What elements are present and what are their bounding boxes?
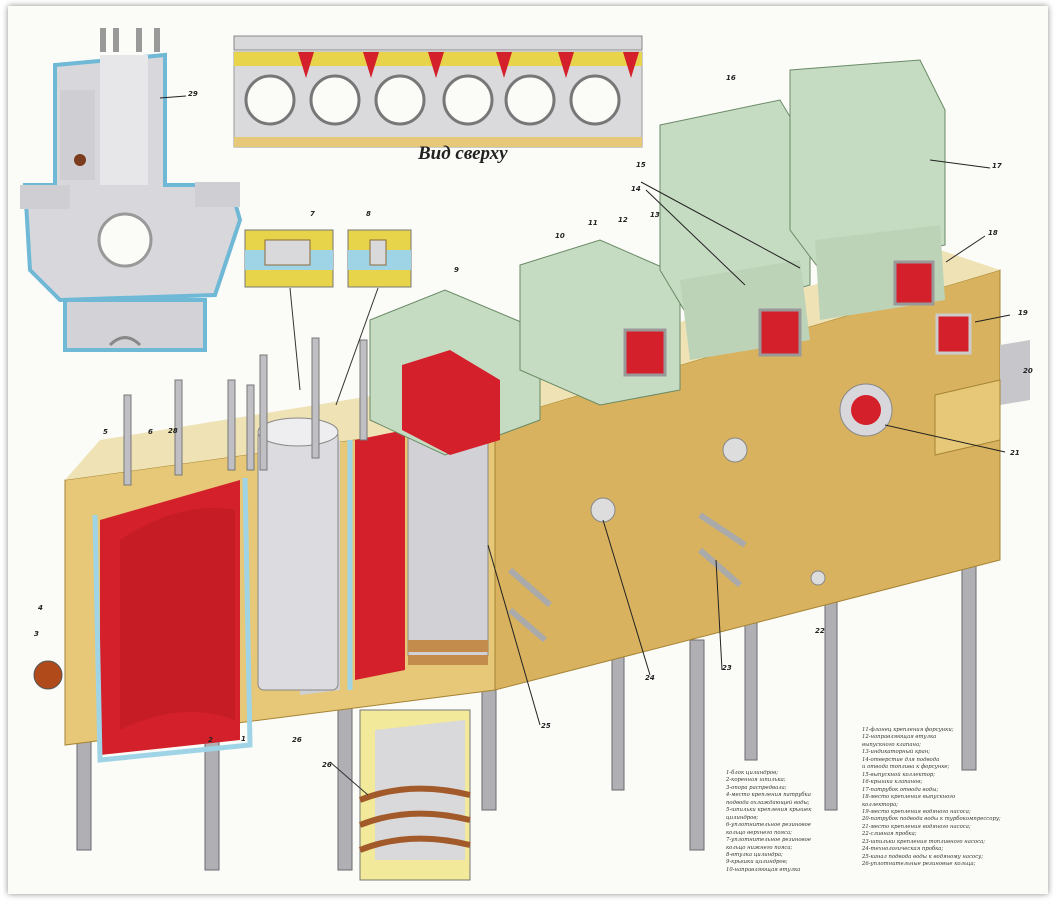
legend-line: 19-место крепления водяного насоса; bbox=[862, 808, 971, 815]
legend-line: 16-крышка клапанов; bbox=[862, 779, 923, 786]
top-view-water-port bbox=[558, 52, 574, 78]
legend-line: 15-выпускной коллектор; bbox=[862, 771, 936, 778]
legend-right-column: 11-фланец крепления форсунки;12-направля… bbox=[862, 727, 1001, 869]
callout-number: 29 bbox=[188, 90, 198, 98]
top-view-bore bbox=[442, 74, 494, 126]
legend-line: 20-патрубок подвода воды к турбокомпресс… bbox=[862, 816, 1001, 823]
callout-number: 12 bbox=[618, 216, 628, 224]
legend-line: 18-место крепления выпускного bbox=[862, 794, 956, 801]
legend-line: 8-втулка цилиндра; bbox=[726, 851, 783, 858]
legend-line: 12-направляющая втулка bbox=[862, 734, 937, 741]
callout-number: 10 bbox=[555, 232, 565, 240]
legend-line: цилиндров; bbox=[726, 814, 759, 821]
callout-number: 11 bbox=[588, 219, 598, 227]
legend-left-column: 1-блок цилиндров;2-коренная шпилька;3-оп… bbox=[726, 770, 811, 874]
transverse-section-view bbox=[20, 28, 243, 352]
callout-number: 7 bbox=[310, 210, 315, 218]
callout-number: 1 bbox=[241, 735, 246, 743]
legend-line: 4-место крепления патрубка bbox=[726, 792, 811, 799]
legend-line: подвода охлаждающей воды; bbox=[726, 799, 810, 806]
callout-number: 4 bbox=[38, 604, 43, 612]
legend-line: 7-уплотнительное резиновое bbox=[726, 837, 811, 844]
top-view-bore bbox=[374, 74, 426, 126]
leader-lines bbox=[487, 159, 1011, 726]
legend-line: 25-канал подвода воды к водяному насосу; bbox=[862, 853, 984, 860]
callout-number: 26 bbox=[322, 761, 332, 769]
legend-line: 5-шпильки крепления крышек bbox=[726, 807, 812, 814]
top-view-water-port bbox=[623, 52, 639, 78]
legend-line: кольцо верхнего пояса; bbox=[726, 829, 792, 836]
top-view-bore bbox=[309, 74, 361, 126]
callout-number: 25 bbox=[541, 722, 551, 730]
callout-number: 19 bbox=[1018, 309, 1028, 317]
callout-number: 24 bbox=[645, 674, 655, 682]
legend-line: 10-направляющая втулка bbox=[726, 866, 801, 873]
callout-number: 18 bbox=[988, 229, 998, 237]
callout-number: 15 bbox=[636, 161, 646, 169]
callout-number: 13 bbox=[650, 211, 660, 219]
callout-number: 8 bbox=[366, 210, 371, 218]
top-view-water-port bbox=[428, 52, 444, 78]
legend-line: 21-место крепления водяного насоса; bbox=[862, 823, 971, 830]
top-view-bore bbox=[504, 74, 556, 126]
callout-number: 23 bbox=[722, 664, 732, 672]
legend-line: 23-шпильки крепления топливного насоса; bbox=[862, 838, 986, 845]
callout-number: 9 bbox=[454, 266, 459, 274]
callout-number: 26 bbox=[292, 736, 302, 744]
legend-line: 14-отверстие для подвода bbox=[862, 756, 940, 763]
callout-number: 20 bbox=[1023, 367, 1033, 375]
legend-line: 22-сливная пробка; bbox=[862, 831, 917, 838]
legend-line: выпускного клапана; bbox=[862, 741, 921, 748]
legend-line: и отвода топлива к форсунке; bbox=[862, 764, 950, 771]
callout-number: 2 bbox=[208, 736, 213, 744]
callout-number: 6 bbox=[148, 428, 153, 436]
legend-line: 13-индикаторный кран; bbox=[862, 749, 931, 756]
callout-number: 3 bbox=[34, 630, 39, 638]
callout-number: 17 bbox=[992, 162, 1002, 170]
top-view-bores bbox=[244, 52, 639, 126]
legend-line: 3-опора распредвала; bbox=[726, 784, 787, 791]
legend-line: 9-крышки цилиндров; bbox=[726, 859, 788, 866]
cylinder-block-body bbox=[33, 59, 1030, 871]
legend-line: коллектора; bbox=[862, 801, 898, 808]
callout-number: 5 bbox=[103, 428, 108, 436]
top-view-caption: Вид сверху bbox=[418, 143, 508, 164]
top-view-bore bbox=[569, 74, 621, 126]
legend-line: 6-уплотнительное резиновое bbox=[726, 822, 811, 829]
legend-line: 26-уплотнительные резиновые кольца; bbox=[862, 861, 976, 868]
top-view-bore bbox=[244, 74, 296, 126]
legend-line: 24-технологическая пробка; bbox=[862, 846, 944, 853]
legend-line: 2-коренная шпилька; bbox=[726, 777, 786, 784]
legend-line: 11-фланец крепления форсунки; bbox=[862, 727, 954, 733]
top-view-water-port bbox=[363, 52, 379, 78]
legend-line: кольцо нижнего пояса; bbox=[726, 844, 793, 851]
legend-line: 1-блок цилиндров; bbox=[726, 770, 778, 776]
callout-number: 28 bbox=[168, 427, 178, 435]
callout-number: 16 bbox=[726, 74, 736, 82]
top-view-water-port bbox=[496, 52, 512, 78]
callout-number: 14 bbox=[631, 185, 641, 193]
legend-line: 17-патрубок отвода воды; bbox=[862, 786, 939, 793]
callout-number: 21 bbox=[1010, 449, 1020, 457]
detail-insets bbox=[244, 229, 471, 881]
callout-number: 22 bbox=[815, 627, 825, 635]
top-view-water-port bbox=[298, 52, 314, 78]
